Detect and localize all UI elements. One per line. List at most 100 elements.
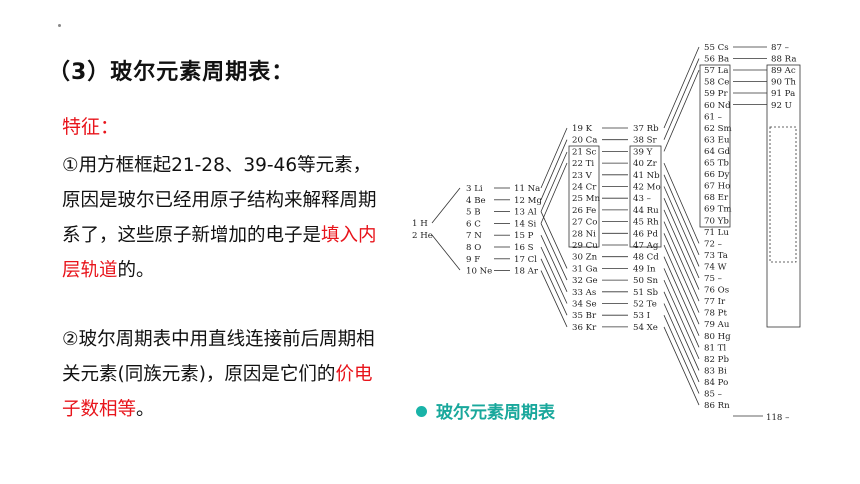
feature-point-1: ①用方框框起21-28、39-46等元素，原因是玻尔已经用原子结构来解释周期系了… — [62, 148, 388, 288]
element-label: 42 Mo — [633, 183, 661, 193]
connector-line — [663, 58, 700, 140]
connector-line — [431, 187, 461, 224]
connector-line — [540, 235, 568, 292]
transition-box — [629, 145, 662, 248]
element-label: 11 Na — [514, 184, 540, 194]
connector-line — [663, 221, 700, 302]
element-label: 30 Zn — [572, 253, 598, 263]
element-label: 7 N — [466, 231, 482, 241]
element-label: 17 Cl — [514, 255, 537, 265]
connector-line — [663, 244, 700, 325]
element-label: 46 Pd — [633, 229, 658, 239]
element-label: 83 Bi — [704, 366, 727, 376]
caption-bullet-icon — [416, 406, 427, 417]
element-label: 60 Nd — [704, 101, 731, 111]
element-label: 87 – — [771, 43, 789, 53]
connector-line — [663, 162, 700, 244]
element-label: 14 Si — [514, 219, 537, 229]
connector-line — [540, 270, 568, 328]
element-label: 75 – — [704, 274, 722, 284]
connector-line — [663, 315, 700, 394]
element-label: 18 Ar — [514, 267, 539, 277]
point2-text: ②玻尔周期表中用直线连接前后周期相关元素(同族元素)，原因是它们的 — [62, 329, 375, 385]
element-label: 45 Rh — [633, 218, 659, 228]
connector-line — [663, 291, 700, 371]
element-label: 33 As — [572, 288, 596, 298]
point2-end: 。 — [136, 399, 155, 420]
dashed-box — [769, 126, 797, 263]
element-label: 4 Be — [466, 196, 486, 206]
element-label: 3 Li — [466, 184, 483, 194]
element-label: 63 Eu — [704, 135, 730, 145]
connector-line — [663, 69, 700, 152]
element-label: 67 Ho — [704, 182, 730, 192]
element-label: 28 Ni — [572, 229, 596, 239]
element-label: 27 Co — [572, 218, 597, 228]
point1-end: 的。 — [117, 260, 155, 281]
element-label: 10 Ne — [466, 267, 492, 277]
table-caption: 玻尔元素周期表 — [436, 403, 555, 423]
element-label: 72 – — [704, 239, 722, 249]
connector-line — [540, 162, 568, 224]
element-label: 86 Rn — [704, 401, 730, 411]
features-label: 特征： — [62, 116, 120, 138]
connector-line — [540, 127, 568, 189]
element-label: 48 Cd — [633, 253, 659, 263]
element-label: 53 I — [633, 311, 650, 321]
element-label: 20 Ca — [572, 136, 597, 146]
connector-line — [540, 223, 568, 281]
element-label: 41 Nb — [633, 171, 660, 181]
element-label: 35 Br — [572, 311, 597, 321]
element-label: 21 Sc — [572, 147, 597, 157]
element-label: 23 V — [572, 171, 593, 181]
connector-line — [663, 174, 700, 256]
element-label: 65 Tb — [704, 159, 729, 169]
connector-line — [663, 46, 700, 129]
element-label: 68 Er — [704, 193, 729, 203]
element-label: 77 Ir — [704, 297, 726, 307]
element-label: 89 Ac — [771, 66, 796, 76]
element-label: 26 Fe — [572, 206, 596, 216]
element-label: 79 Au — [704, 320, 730, 330]
element-label: 51 Sb — [633, 288, 659, 298]
element-label: 31 Ga — [572, 264, 598, 274]
element-label: 50 Sn — [633, 276, 659, 286]
element-label: 13 Al — [514, 208, 537, 218]
transition-box — [699, 64, 731, 228]
corner-mark — [58, 24, 61, 27]
element-label: 78 Pt — [704, 309, 727, 319]
connector-line — [663, 279, 700, 360]
element-label: 24 Cr — [572, 183, 597, 193]
element-label: 56 Ba — [704, 55, 729, 65]
element-label: 40 Zr — [633, 159, 658, 169]
element-label: 85 – — [704, 390, 722, 400]
element-label: 92 U — [771, 101, 792, 111]
point1-text: ①用方框框起21-28、39-46等元素，原因是玻尔已经用原子结构来解释周期系了… — [62, 155, 377, 246]
element-label: 22 Ti — [572, 159, 594, 169]
element-label: 73 Ta — [704, 251, 728, 261]
element-label: 70 Yb — [704, 216, 729, 226]
element-label: 49 In — [633, 264, 656, 274]
element-label: 43 – — [633, 194, 651, 204]
element-label: 62 Sm — [704, 124, 732, 134]
element-label: 44 Ru — [633, 206, 659, 216]
element-label: 2 He — [412, 231, 433, 241]
element-label: 47 Ag — [633, 241, 659, 251]
connector-line — [540, 246, 568, 304]
element-label: 74 W — [704, 262, 727, 272]
connector-line — [663, 268, 700, 348]
element-label: 38 Sr — [633, 136, 658, 146]
point1-highlight: 填入内层轨道 — [62, 225, 377, 281]
connector-line — [540, 258, 568, 316]
element-label: 59 Pr — [704, 89, 728, 99]
element-label: 15 P — [514, 231, 534, 241]
connector-lines — [431, 46, 767, 417]
connector-line — [540, 151, 568, 212]
element-label: 36 Kr — [572, 323, 597, 333]
element-label: 19 K — [572, 124, 593, 134]
element-label: 90 Th — [771, 78, 796, 88]
element-label: 54 Xe — [633, 323, 658, 333]
element-label: 76 Os — [704, 286, 729, 296]
